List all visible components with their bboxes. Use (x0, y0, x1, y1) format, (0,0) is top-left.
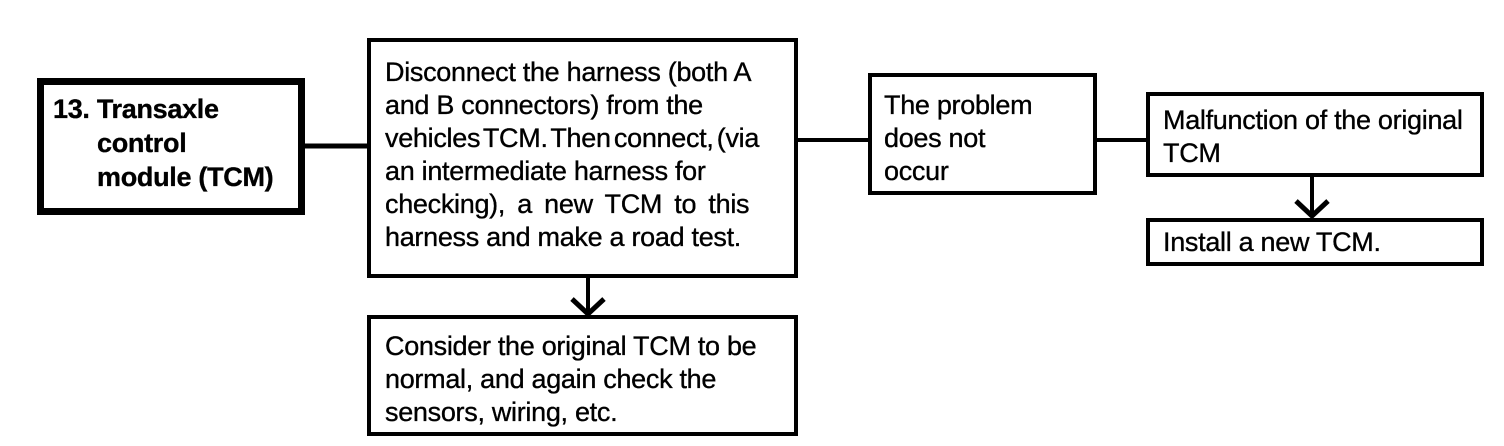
text-line: checking), a new TCM to this (385, 189, 750, 219)
node-problem-does-not-occur: The problem does not occur (868, 73, 1097, 195)
arrow-disconnect-to-consider-icon (570, 275, 606, 318)
arrow-head-down-icon (570, 297, 606, 318)
node-consider-original-tcm-normal: Consider the original TCM to be normal, … (367, 315, 798, 436)
text-line: normal, and again check the (385, 364, 717, 394)
text-line: occur (884, 156, 949, 186)
text-line: Disconnect the harness (both A (385, 57, 752, 87)
text-line: 13. Transaxle (53, 94, 219, 124)
text-line: and B connectors) from the (385, 90, 704, 120)
arrow-malfunction-to-install-icon (1294, 175, 1330, 220)
node-install-new-tcm: Install a new TCM. (1146, 218, 1484, 266)
text-line: The problem (884, 90, 1033, 120)
text-line: an intermediate harness for (385, 156, 706, 186)
text-line: module (TCM) (97, 162, 274, 192)
text-line: Malfunction of the original (1163, 105, 1463, 135)
node-malfunction-original-tcm: Malfunction of the original TCM (1146, 92, 1484, 177)
node-disconnect-harness-road-test: Disconnect the harness (both A and B con… (367, 38, 798, 278)
arrow-head-down-icon (1294, 199, 1330, 220)
text-line: harness and make a road test. (385, 222, 742, 252)
text-line: vehicles TCM. Then connect, (via (385, 123, 760, 153)
text-line: Install a new TCM. (1163, 227, 1381, 257)
text-line: sensors, wiring, etc. (385, 397, 618, 427)
text-line: Consider the original TCM to be (385, 331, 757, 361)
text-line: control (97, 128, 187, 158)
node-transaxle-control-module: 13. Transaxle control module (TCM) (37, 78, 305, 215)
text-line: TCM (1163, 138, 1221, 168)
text-line: does not (884, 123, 986, 153)
